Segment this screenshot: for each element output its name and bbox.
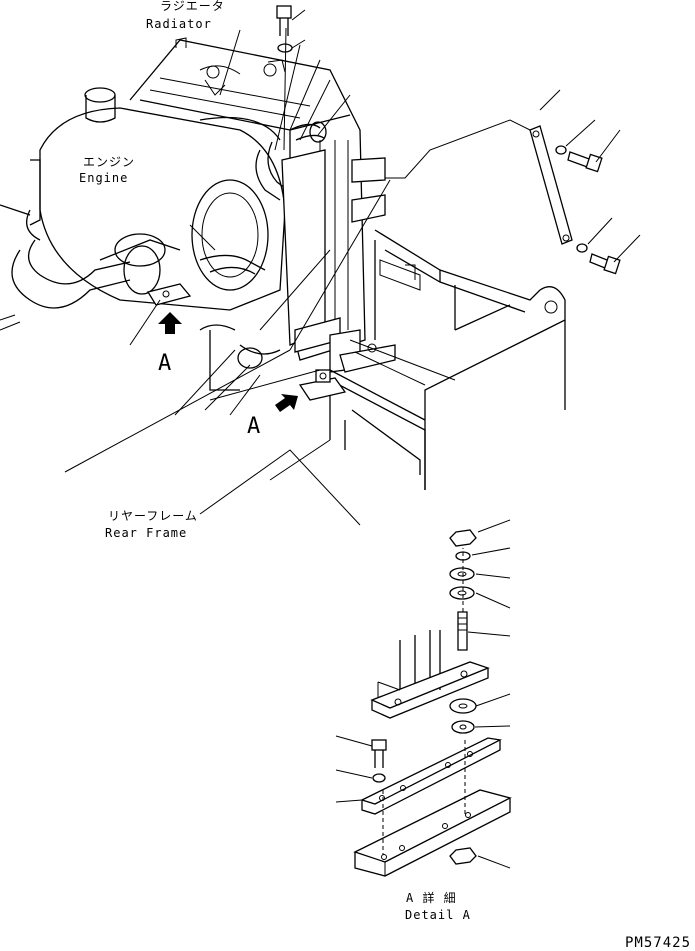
- view-marker-a-left: A: [158, 351, 171, 376]
- radiator-label-jp: ラジエータ: [160, 0, 225, 13]
- rear-frame-label-jp: リヤーフレーム: [108, 509, 198, 523]
- top-bolt: [276, 5, 306, 53]
- detail-a-label-jp: A 詳 細: [406, 890, 457, 905]
- engine: [0, 87, 286, 391]
- view-arrow-right-icon: [275, 394, 298, 412]
- leader-lines: [64, 27, 391, 526]
- radiator-hoses: [199, 121, 327, 369]
- engine-label-en: Engine: [79, 171, 128, 185]
- rear-frame-label-en: Rear Frame: [105, 526, 187, 540]
- view-arrow-left-icon: [158, 312, 182, 334]
- view-marker-a-right: A: [247, 414, 260, 439]
- stay-bar: [385, 89, 641, 275]
- detail-a-view: [335, 519, 512, 877]
- engine-label-jp: エンジン: [83, 155, 135, 169]
- rear-frame: [298, 229, 566, 490]
- drawing-number: PM57425: [625, 935, 691, 951]
- detail-a-label-en: Detail A: [405, 908, 471, 922]
- radiator-label-en: Radiator: [146, 17, 212, 31]
